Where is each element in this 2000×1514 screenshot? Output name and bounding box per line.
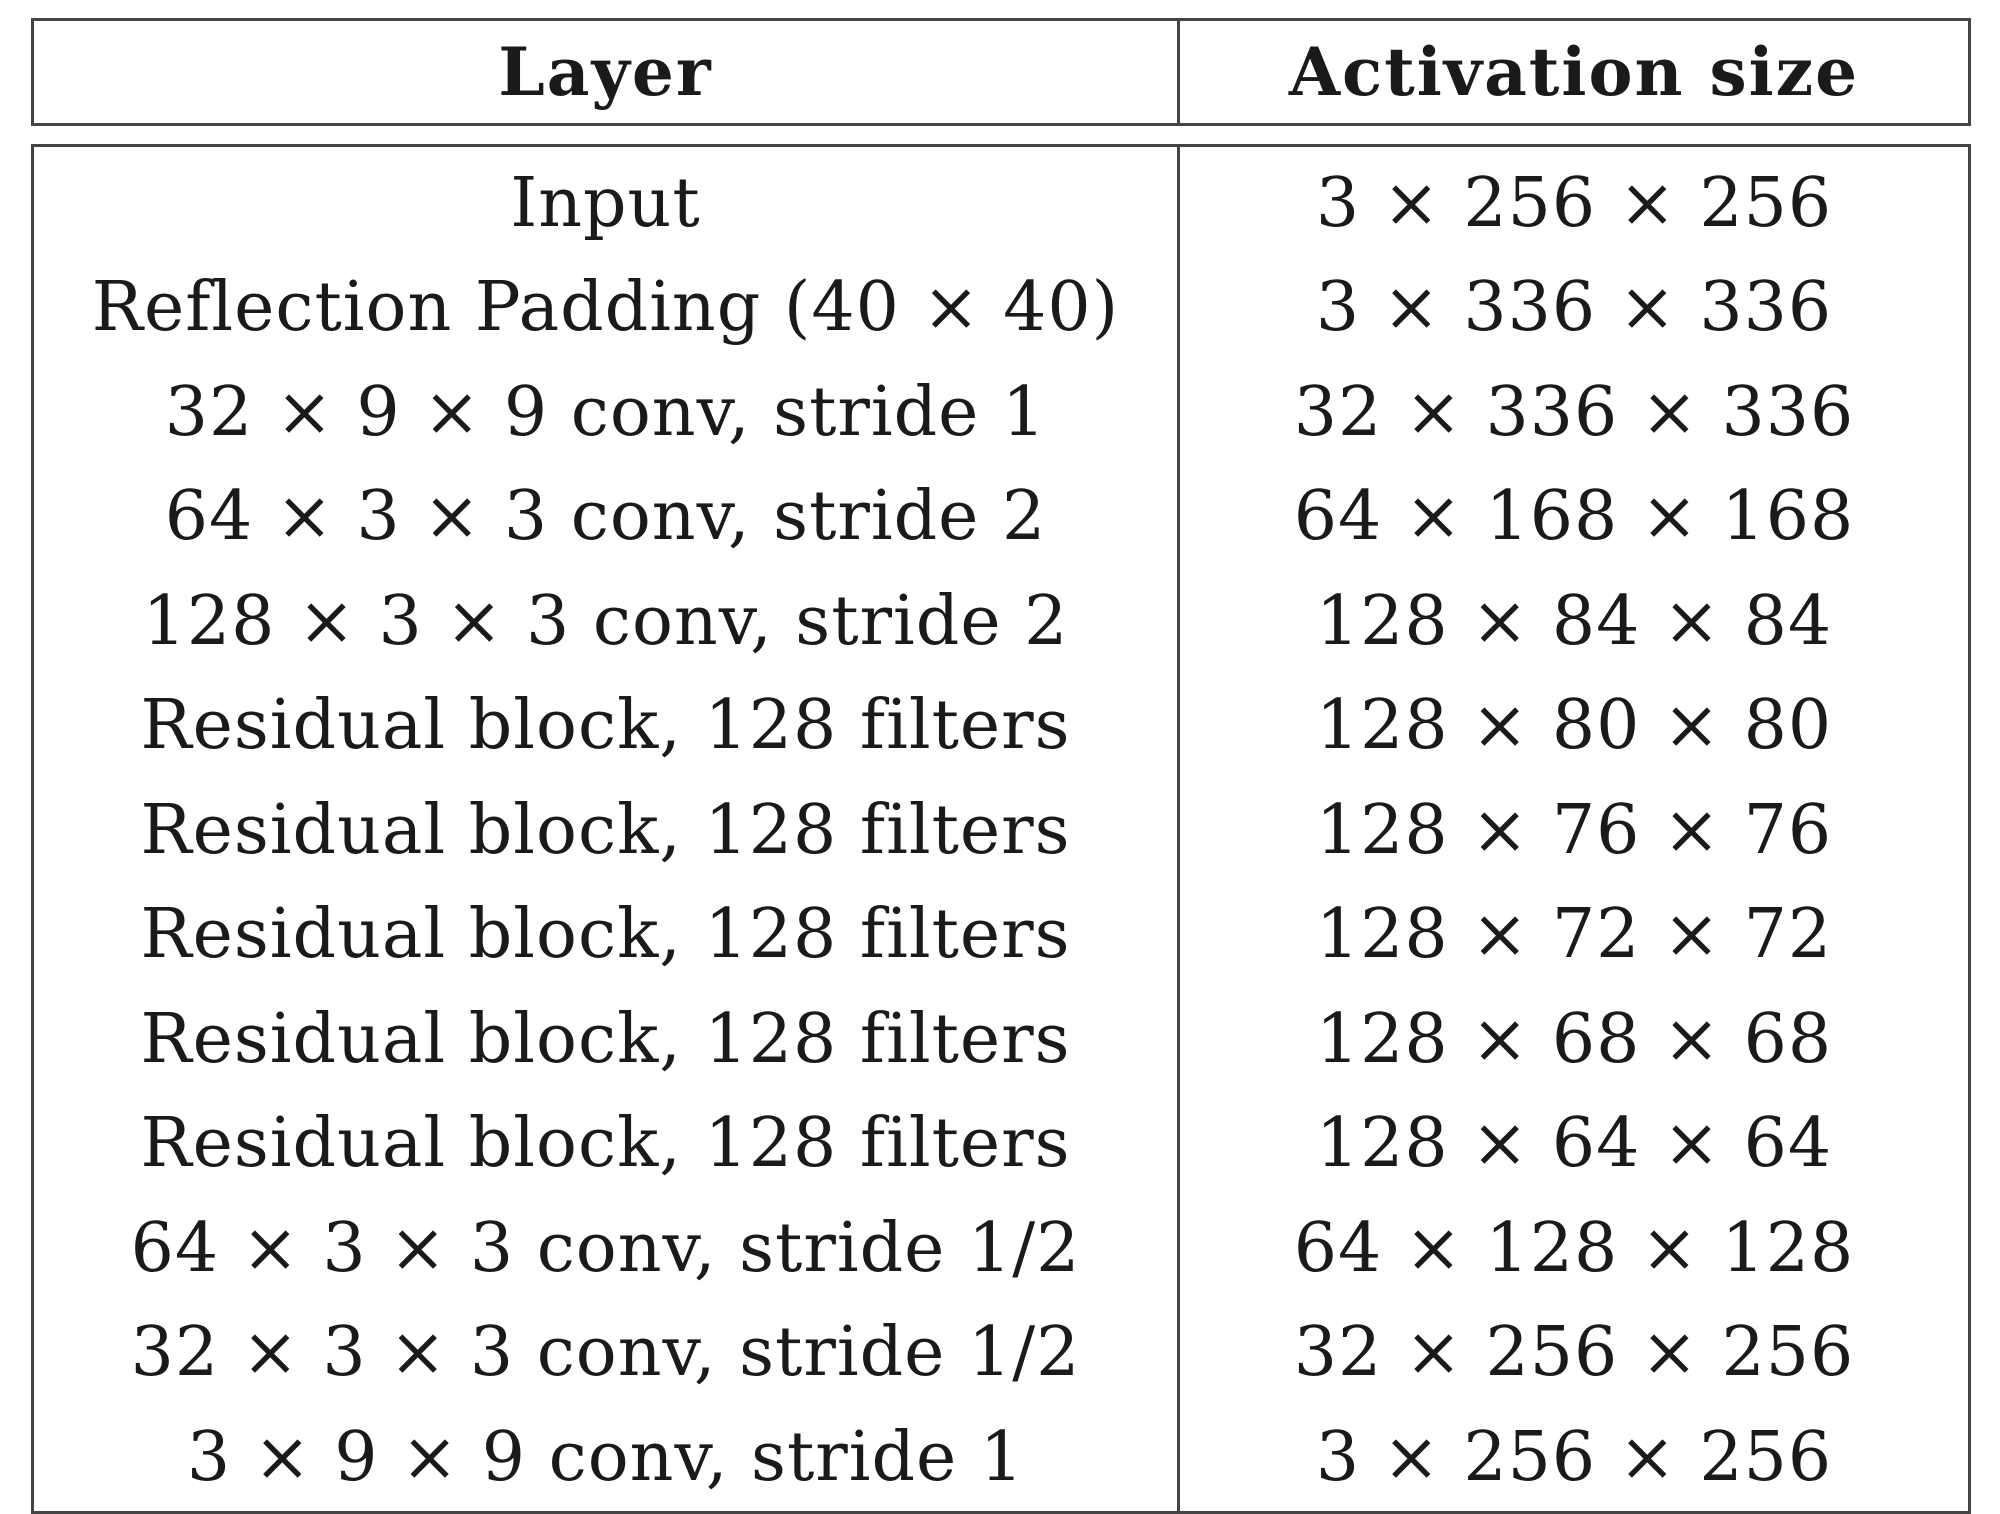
table-cell-layer: 32 × 9 × 9 conv, stride 1 [164, 372, 1047, 452]
header-activation-size: Activation size [1288, 33, 1860, 111]
table-cell-activation-size: 32 × 256 × 256 [1293, 1313, 1855, 1393]
table-cell-activation-size: 128 × 64 × 64 [1315, 1104, 1833, 1184]
table-cell-layer: 128 × 3 × 3 conv, stride 2 [142, 581, 1069, 661]
table-cell-activation-size: 128 × 80 × 80 [1315, 686, 1833, 766]
table-cell-layer: Residual block, 128 filters [140, 686, 1071, 766]
table-cell-activation-size: 3 × 336 × 336 [1315, 268, 1833, 348]
table-cell-layer: 3 × 9 × 9 conv, stride 1 [186, 1417, 1025, 1497]
table-cell-activation-size: 3 × 256 × 256 [1315, 163, 1833, 243]
table-cell-layer: 32 × 3 × 3 conv, stride 1/2 [130, 1313, 1081, 1393]
table-header: Layer Activation size [31, 18, 1971, 126]
table-cell-layer: Input [510, 163, 701, 243]
table-cell-layer: 64 × 3 × 3 conv, stride 1/2 [130, 1208, 1081, 1288]
table-cell-activation-size: 3 × 256 × 256 [1315, 1417, 1833, 1497]
activation-size-column: 3 × 256 × 256 3 × 336 × 336 32 × 336 × 336… [1180, 147, 1968, 1511]
table-cell-activation-size: 32 × 336 × 336 [1293, 372, 1855, 452]
table-cell-activation-size: 128 × 76 × 76 [1315, 790, 1833, 870]
table-cell-layer: Residual block, 128 filters [140, 1104, 1071, 1184]
table-cell-layer: Residual block, 128 filters [140, 790, 1071, 870]
table-cell-activation-size: 128 × 84 × 84 [1315, 581, 1833, 661]
table-cell-layer: Residual block, 128 filters [140, 895, 1071, 975]
table-cell-layer: Reflection Padding (40 × 40) [91, 268, 1120, 348]
table-cell-activation-size: 64 × 128 × 128 [1293, 1208, 1855, 1288]
table-cell-activation-size: 128 × 68 × 68 [1315, 999, 1833, 1079]
header-layer: Layer [34, 21, 1180, 123]
table-cell-activation-size: 64 × 168 × 168 [1293, 477, 1855, 557]
table-cell-layer: Residual block, 128 filters [140, 999, 1071, 1079]
table-cell-layer: 64 × 3 × 3 conv, stride 2 [164, 477, 1047, 557]
table-cell-activation-size: 128 × 72 × 72 [1315, 895, 1833, 975]
